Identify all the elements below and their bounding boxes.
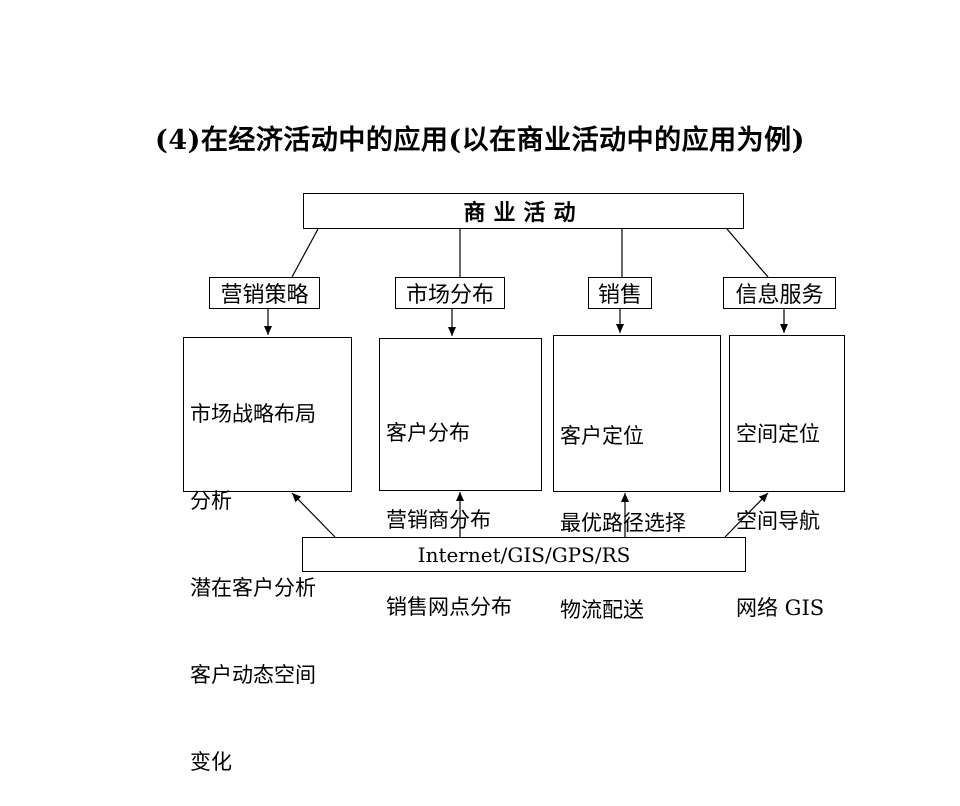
- detail-box-2: 客户分布 营销商分布 销售网点分布: [379, 338, 542, 619]
- connector-top-to-cat-4: [726, 228, 769, 278]
- detail-line: 空间定位: [736, 422, 820, 446]
- connector-lines: [264, 228, 788, 538]
- category-box-2: 市场分布: [395, 277, 505, 309]
- connector-top-to-cat-1: [291, 228, 319, 278]
- detail-box-1: 市场战略布局 分析 潜在客户分析 客户动态空间 变化: [183, 337, 352, 774]
- detail-line: 网络 GIS: [736, 596, 825, 620]
- detail-line: 物流配送: [560, 598, 644, 622]
- category-box-1: 营销策略: [209, 277, 320, 309]
- detail-line: 市场战略布局: [190, 402, 316, 426]
- category-box-3: 销售: [588, 277, 652, 309]
- arrow-bottom-to-detail-1: [291, 492, 336, 538]
- detail-line: 营销商分布: [386, 508, 491, 532]
- detail-line: 客户分布: [386, 421, 470, 445]
- detail-line: 客户定位: [560, 424, 644, 448]
- detail-line: 客户动态空间: [190, 663, 316, 687]
- category-box-4: 信息服务: [723, 277, 836, 309]
- detail-line: 分析: [190, 489, 232, 513]
- detail-box-3: 客户定位 最优路径选择 物流配送: [553, 335, 721, 622]
- detail-line: 销售网点分布: [386, 595, 512, 619]
- bottom-node-box: Internet/GIS/GPS/RS: [302, 537, 746, 572]
- arrow-bottom-to-detail-4: [724, 492, 769, 538]
- detail-line: 潜在客户分析: [190, 576, 316, 600]
- detail-line: 变化: [190, 750, 232, 774]
- detail-line: 最优路径选择: [560, 511, 686, 535]
- page-title: (4)在经济活动中的应用(以在商业活动中的应用为例): [155, 125, 805, 156]
- detail-box-4: 空间定位 空间导航 网络 GIS: [729, 335, 845, 620]
- top-node-box: 商业活动: [303, 193, 744, 229]
- detail-line: 空间导航: [736, 509, 820, 533]
